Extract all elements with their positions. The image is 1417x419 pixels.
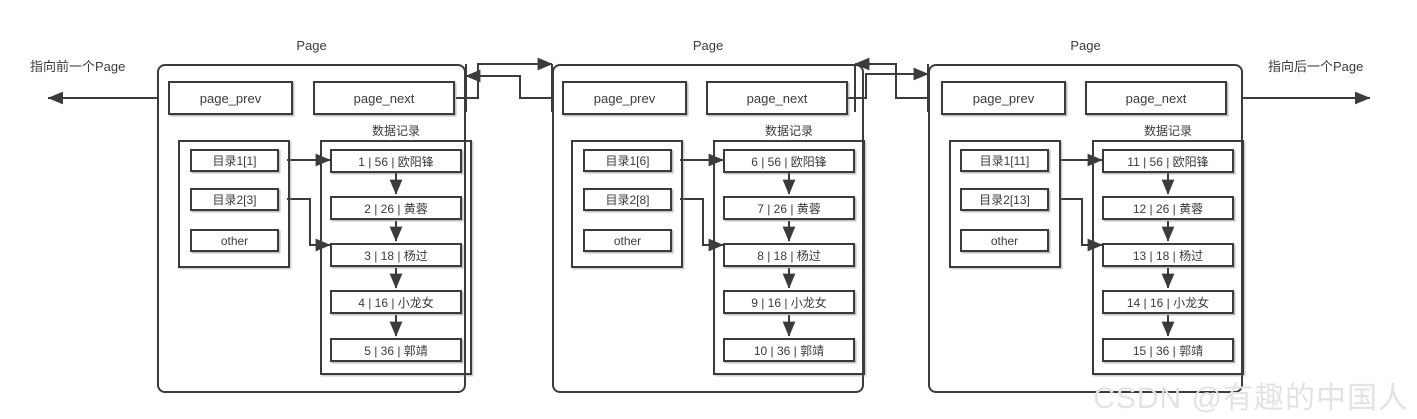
- records-container-2: [713, 140, 865, 375]
- record-2-5[interactable]: 10 | 36 | 郭靖: [723, 338, 855, 362]
- page-title-2: Page: [692, 38, 724, 53]
- records-container-1: [320, 140, 472, 375]
- arrow-p3prev-to-p2: [854, 57, 928, 99]
- record-3-3[interactable]: 13 | 18 | 杨过: [1102, 243, 1234, 267]
- record-3-1[interactable]: 11 | 56 | 欧阳锋: [1102, 149, 1234, 173]
- record-2-2[interactable]: 7 | 26 | 黄蓉: [723, 196, 855, 220]
- record-2-3[interactable]: 8 | 18 | 杨过: [723, 243, 855, 267]
- records-group-label-1: 数据记录: [371, 124, 420, 138]
- records-group-label-2: 数据记录: [764, 124, 813, 138]
- directory-entry-2-2[interactable]: 目录2[8]: [583, 188, 672, 211]
- directory-entry-1-1[interactable]: 目录1[1]: [190, 149, 279, 172]
- records-container-3: [1092, 140, 1244, 375]
- directory-container-3: [949, 140, 1061, 268]
- page-next-field-2[interactable]: page_next: [706, 81, 848, 115]
- arrow-p2prev-to-p1: [465, 69, 552, 99]
- directory-entry-3-2[interactable]: 目录2[13]: [960, 188, 1049, 211]
- directory-entry-3-1[interactable]: 目录1[11]: [960, 149, 1049, 172]
- record-2-1[interactable]: 6 | 56 | 欧阳锋: [723, 149, 855, 173]
- label-next-page: 指向后一个Page: [1268, 59, 1364, 74]
- page-prev-field-2[interactable]: page_prev: [562, 81, 687, 115]
- label-prev-page: 指向前一个Page: [30, 59, 126, 74]
- directory-container-2: [571, 140, 683, 268]
- directory-entry-1-2[interactable]: 目录2[3]: [190, 188, 279, 211]
- directory-entry-1-3[interactable]: other: [190, 229, 279, 252]
- page-prev-field-3[interactable]: page_prev: [941, 81, 1066, 115]
- page-prev-field-1[interactable]: page_prev: [168, 81, 293, 115]
- record-3-2[interactable]: 12 | 26 | 黄蓉: [1102, 196, 1234, 220]
- arrow-p1next-to-p2: [456, 57, 553, 99]
- record-1-5[interactable]: 5 | 36 | 郭靖: [330, 338, 462, 362]
- record-3-5[interactable]: 15 | 36 | 郭靖: [1102, 338, 1234, 362]
- page-title-1: Page: [296, 38, 327, 53]
- page-next-field-1[interactable]: page_next: [313, 81, 455, 115]
- record-1-4[interactable]: 4 | 16 | 小龙女: [330, 290, 462, 314]
- page-container-1: [157, 64, 466, 393]
- page-title-3: Page: [1070, 38, 1101, 53]
- records-group-label-3: 数据记录: [1143, 124, 1192, 138]
- record-1-1[interactable]: 1 | 56 | 欧阳锋: [330, 149, 462, 173]
- record-1-3[interactable]: 3 | 18 | 杨过: [330, 243, 462, 267]
- directory-entry-3-3[interactable]: other: [960, 229, 1049, 252]
- record-1-2[interactable]: 2 | 26 | 黄蓉: [330, 196, 462, 220]
- record-2-4[interactable]: 9 | 16 | 小龙女: [723, 290, 855, 314]
- page-next-field-3[interactable]: page_next: [1085, 81, 1227, 115]
- directory-entry-2-3[interactable]: other: [583, 229, 672, 252]
- record-3-4[interactable]: 14 | 16 | 小龙女: [1102, 290, 1234, 314]
- directory-entry-2-1[interactable]: 目录1[6]: [583, 149, 672, 172]
- directory-container-1: [178, 140, 290, 268]
